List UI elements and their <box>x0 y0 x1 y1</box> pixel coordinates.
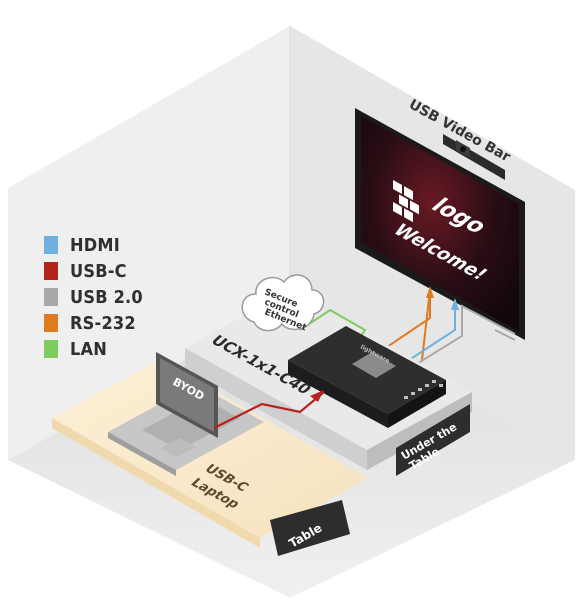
legend-item-usb-2: USB 2.0 <box>44 284 184 310</box>
legend-label: RS-232 <box>70 312 136 334</box>
legend-swatch <box>44 262 58 280</box>
legend-item-lan: LAN <box>44 336 184 362</box>
display-screen: logo Welcome! <box>355 108 525 340</box>
usb-video-bar <box>443 134 505 180</box>
cable-legend: HDMI USB-C USB 2.0 RS-232 LAN <box>44 232 184 362</box>
legend-item-rs-232: RS-232 <box>44 310 184 336</box>
table-tag <box>270 500 350 556</box>
legend-label: LAN <box>70 338 108 360</box>
legend-label: USB-C <box>70 260 127 282</box>
arrow-up-icon <box>426 286 434 298</box>
logo-mark-icon <box>393 180 419 223</box>
device-brand-logo-icon <box>352 352 396 378</box>
legend-swatch <box>44 340 58 358</box>
legend-swatch <box>44 236 58 254</box>
usb-c-cable <box>213 391 325 429</box>
legend-label: HDMI <box>70 234 120 256</box>
under-table-tag <box>396 404 470 476</box>
legend-swatch <box>44 314 58 332</box>
legend-item-hdmi: HDMI <box>44 232 184 258</box>
laptop <box>108 352 264 476</box>
arrow-up-icon <box>451 298 459 310</box>
arrow-right-icon <box>310 390 324 402</box>
ucx-device <box>288 326 446 428</box>
legend-item-usb-c: USB-C <box>44 258 184 284</box>
cloud-icon <box>241 274 325 332</box>
left-wall <box>8 26 290 460</box>
legend-swatch <box>44 288 58 306</box>
legend-label: USB 2.0 <box>70 286 143 308</box>
